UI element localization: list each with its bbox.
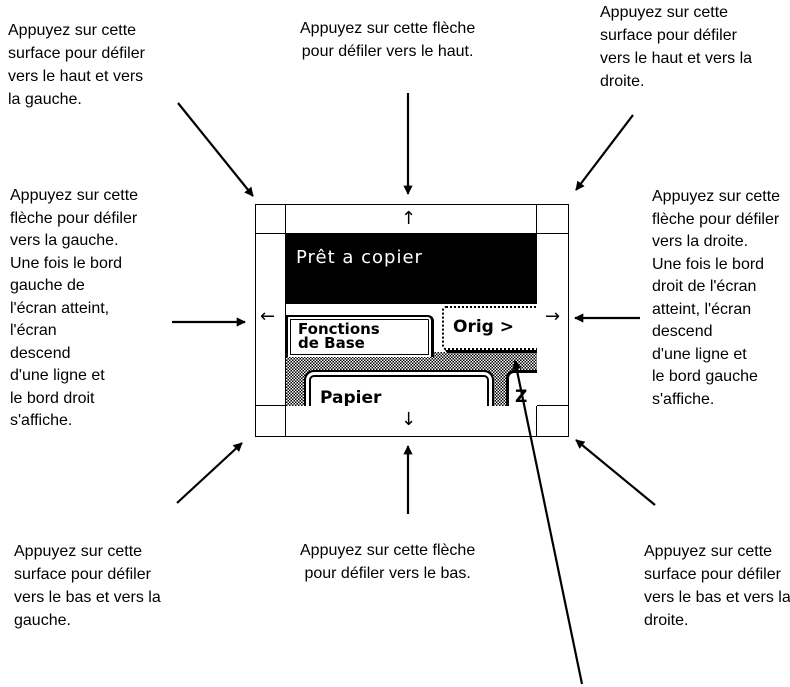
arrow-left-icon[interactable]: ← — [260, 306, 276, 327]
arrow-up-icon[interactable]: ↑ — [401, 208, 417, 229]
caption-right: Appuyez sur cette flèche pour défiler ve… — [652, 188, 781, 408]
tab-orig[interactable]: Orig > — [442, 306, 537, 350]
arrow-bottom-left — [176, 442, 243, 504]
arrow-bottom-right — [575, 439, 656, 506]
scroll-left-band[interactable] — [256, 205, 286, 436]
caption-top-left: Appuyez sur cette surface pour défiler v… — [8, 22, 145, 108]
caption-bottom-right: Appuyez sur cette surface pour défiler v… — [644, 543, 790, 629]
caption-bottom-left: Appuyez sur cette surface pour défiler v… — [14, 543, 161, 629]
scroll-down-right-corner[interactable] — [536, 405, 568, 436]
partial-button[interactable]: Z — [506, 370, 537, 406]
caption-top-center: Appuyez sur cette flèche pour défiler ve… — [300, 20, 476, 60]
arrow-down-icon[interactable]: ↓ — [401, 409, 417, 430]
arrow-right-icon[interactable]: → — [545, 306, 561, 327]
scroll-up-left-corner[interactable] — [256, 205, 286, 234]
status-bar: Prêt a copier — [286, 234, 537, 304]
caption-left: Appuyez sur cette flèche pour défiler ve… — [10, 187, 139, 429]
tab-label-line1: Fonctions — [298, 320, 380, 338]
paper-button-label: Papier — [320, 388, 382, 406]
status-text: Prêt a copier — [296, 247, 423, 268]
touch-screen-frame: ↑ ↓ ← → Prêt a copier Fonctions de Base … — [255, 204, 569, 437]
arrow-top-right — [575, 114, 634, 191]
scroll-up-right-corner[interactable] — [536, 205, 568, 234]
tab-orig-label: Orig > — [453, 317, 514, 337]
scroll-up-band[interactable] — [256, 205, 568, 234]
scroll-down-left-corner[interactable] — [256, 405, 286, 436]
arrow-orig-pointer — [512, 360, 584, 685]
caption-top-right: Appuyez sur cette surface pour défiler v… — [600, 4, 753, 90]
paper-button[interactable]: Papier — [304, 370, 494, 406]
tab-fonctions-de-base[interactable]: Fonctions de Base — [286, 315, 434, 357]
lcd-viewport: Prêt a copier Fonctions de Base Orig > P… — [286, 234, 537, 406]
caption-bottom-center: Appuyez sur cette flèche pour défiler ve… — [300, 542, 476, 582]
arrow-top-left — [177, 102, 254, 197]
tab-label-line2: de Base — [298, 334, 365, 352]
